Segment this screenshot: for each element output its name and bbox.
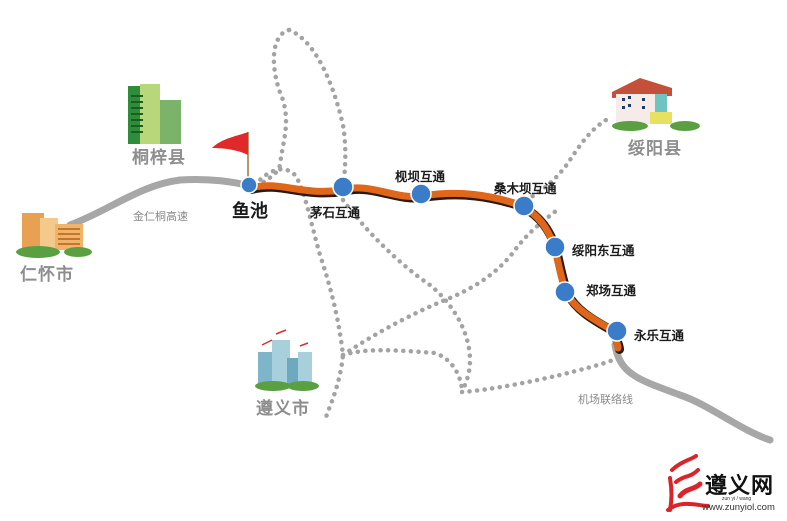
road-airport-link [611,341,774,444]
interchange-label-jianba: 枧坝互通 [395,169,446,184]
node-zhengchang [554,281,576,303]
logo-url: www.zunyiol.com [702,502,775,513]
flag-icon [212,132,249,185]
node-yuchi [240,176,258,194]
zunyi-logo-icon [666,454,710,512]
node-jianba [410,183,432,205]
interchange-label-sangmuba: 桑木坝互通 [494,181,557,196]
interchange-label-suiyang-east: 绥阳东互通 [572,243,635,258]
suiyang-building-icon [612,78,700,131]
city-label-tongzi: 桐梓县 [132,148,186,168]
interchange-nodes [240,176,628,342]
node-maoshi [332,176,354,198]
city-label-renhuai: 仁怀市 [20,265,74,285]
start-point-label: 鱼池 [232,201,268,222]
node-yongle [606,320,628,342]
road-jinrentong [66,175,254,229]
interchange-label-maoshi: 茅石互通 [310,205,361,220]
interchange-label-yongle: 永乐互通 [634,328,685,343]
logo-pinyin: zun yi / wang [722,496,752,502]
interchange-label-zhengchang: 郑场互通 [586,283,637,298]
node-sangmuba [513,195,535,217]
logo-name: 遵义网 [705,474,775,499]
tongzi-building-icon [128,84,181,144]
renhuai-building-icon [16,213,92,258]
city-label-suiyang: 绥阳县 [628,139,682,159]
node-suiyang-east [544,236,566,258]
road-label-jinrentong: 金仁桐高速 [133,210,188,223]
zunyi-building-icon [255,329,319,391]
local-roads-dotted [252,27,616,423]
city-label-zunyi: 遵义市 [256,399,310,419]
road-label-airport-link: 机场联络线 [578,393,633,406]
